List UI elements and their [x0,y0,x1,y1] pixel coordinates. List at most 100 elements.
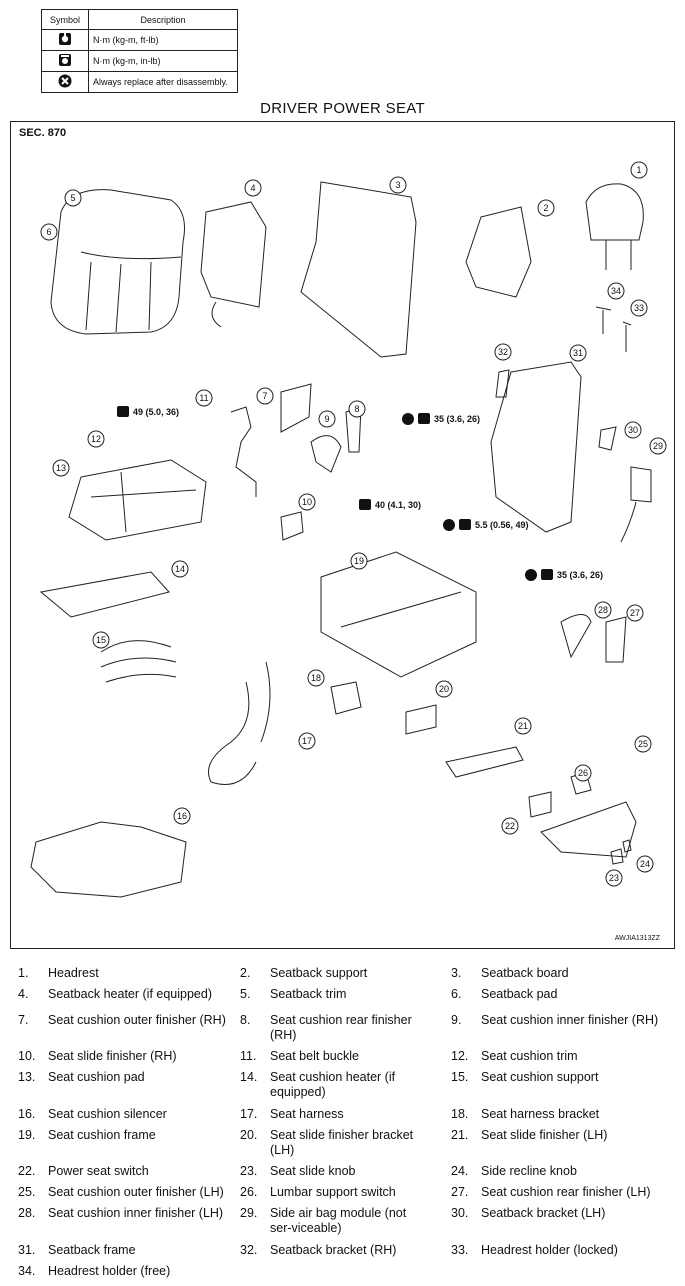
svg-text:5.5 (0.56, 49): 5.5 (0.56, 49) [475,520,529,530]
symbol-legend-table: Symbol Description N·m (kg-m, ft-lb) N·m… [41,9,238,93]
callout-27: 27 [626,604,644,622]
torque-wrench-icon [59,33,71,45]
svg-text:24: 24 [640,859,650,869]
callout-30: 30 [624,421,642,439]
svg-text:34: 34 [611,286,621,296]
svg-text:2: 2 [543,203,548,213]
callout-14: 14 [171,560,189,578]
callout-10: 10 [298,493,316,511]
svg-text:9: 9 [324,414,329,424]
svg-text:20: 20 [439,684,449,694]
legend-desc-replace: Always replace after disassembly. [88,71,238,93]
callout-25: 25 [634,735,652,753]
svg-text:22: 22 [505,821,515,831]
callout-2: 2 [537,199,555,217]
callout-15: 15 [92,631,110,649]
seatback-frame-shape [490,361,582,533]
svg-text:35 (3.6, 26): 35 (3.6, 26) [434,414,480,424]
callout-31: 31 [569,344,587,362]
svg-text:11: 11 [199,393,208,403]
svg-text:27: 27 [630,608,640,618]
callout-8: 8 [348,400,366,418]
svg-text:13: 13 [56,463,66,473]
svg-text:33: 33 [634,303,644,313]
seatback-support-shape [465,206,532,298]
svg-text:3: 3 [395,180,400,190]
svg-text:49 (5.0, 36): 49 (5.0, 36) [133,407,179,417]
torque-spec-recliner-upper: 35 (3.6, 26) [402,413,480,425]
svg-text:21: 21 [518,721,528,731]
torque-spec-recliner-lower: 35 (3.6, 26) [525,569,603,581]
svg-text:35 (3.6, 26): 35 (3.6, 26) [557,570,603,580]
seatback-board-shape [300,181,417,358]
seat-silencer-shape [30,821,187,898]
callout-9: 9 [318,410,336,428]
seat-cushion-frame-shape [320,551,477,678]
svg-text:32: 32 [498,347,508,357]
callout-29: 29 [649,437,667,455]
svg-text:26: 26 [578,768,588,778]
seatback-heater-shape [200,201,267,308]
callout-3: 3 [389,176,407,194]
callout-21: 21 [514,717,532,735]
torque-spec-buckle: 49 (5.0, 36) [117,406,179,417]
callout-17: 17 [298,732,316,750]
svg-text:5: 5 [70,193,75,203]
svg-text:23: 23 [609,873,619,883]
callout-16: 16 [173,807,191,825]
headrest-shape [585,183,644,241]
svg-text:15: 15 [96,635,106,645]
section-label: SEC. 870 [19,127,67,139]
svg-text:19: 19 [354,556,364,566]
callout-24: 24 [636,855,654,873]
callout-4: 4 [244,179,262,197]
replace-x-icon [58,74,72,88]
torque-wrench-small-icon [59,54,71,66]
legend-desc-ftlb: N·m (kg-m, ft-lb) [88,29,238,51]
callout-12: 12 [87,430,105,448]
svg-text:17: 17 [302,736,312,746]
svg-text:29: 29 [653,441,663,451]
callout-7: 7 [256,387,274,405]
svg-text:10: 10 [302,497,312,507]
callout-5: 5 [64,189,82,207]
exploded-diagram-frame: SEC. 870 AWJIA1313ZZ [10,121,675,949]
callout-11: 11 [195,389,213,407]
svg-text:25: 25 [638,739,648,749]
callout-33: 33 [630,299,648,317]
legend-header-description: Description [88,9,238,30]
svg-text:7: 7 [262,391,267,401]
svg-text:14: 14 [175,564,185,574]
seat-cushion-shape [68,459,207,541]
svg-text:1: 1 [636,165,641,175]
figure-id: AWJIA1313ZZ [614,935,660,942]
svg-text:30: 30 [628,425,638,435]
callout-28: 28 [594,601,612,619]
callout-6: 6 [40,223,58,241]
callout-26: 26 [574,764,592,782]
callout-1: 1 [630,161,648,179]
legend-header-symbol: Symbol [41,9,89,30]
svg-text:16: 16 [177,811,187,821]
seatback-trim-shape [50,189,185,335]
callout-32: 32 [494,343,512,361]
svg-text:12: 12 [91,434,101,444]
callout-34: 34 [607,282,625,300]
svg-text:8: 8 [354,404,359,414]
callout-13: 13 [52,459,70,477]
page-title: DRIVER POWER SEAT [260,100,425,117]
svg-text:18: 18 [311,673,321,683]
callout-22: 22 [501,817,519,835]
svg-text:40 (4.1, 30): 40 (4.1, 30) [375,500,421,510]
svg-text:6: 6 [46,227,51,237]
exploded-view-drawing: 1 2 3 4 5 6 7 8 9 10 11 12 13 14 15 16 1… [30,161,667,898]
callout-19: 19 [350,552,368,570]
svg-text:4: 4 [250,183,255,193]
torque-spec-frame: 40 (4.1, 30) [359,499,421,510]
callout-23: 23 [605,869,623,887]
svg-text:31: 31 [573,348,583,358]
legend-desc-inlb: N·m (kg-m, in-lb) [88,50,238,72]
callout-20: 20 [435,680,453,698]
callout-18: 18 [307,669,325,687]
torque-spec-small: 5.5 (0.56, 49) [443,519,529,531]
